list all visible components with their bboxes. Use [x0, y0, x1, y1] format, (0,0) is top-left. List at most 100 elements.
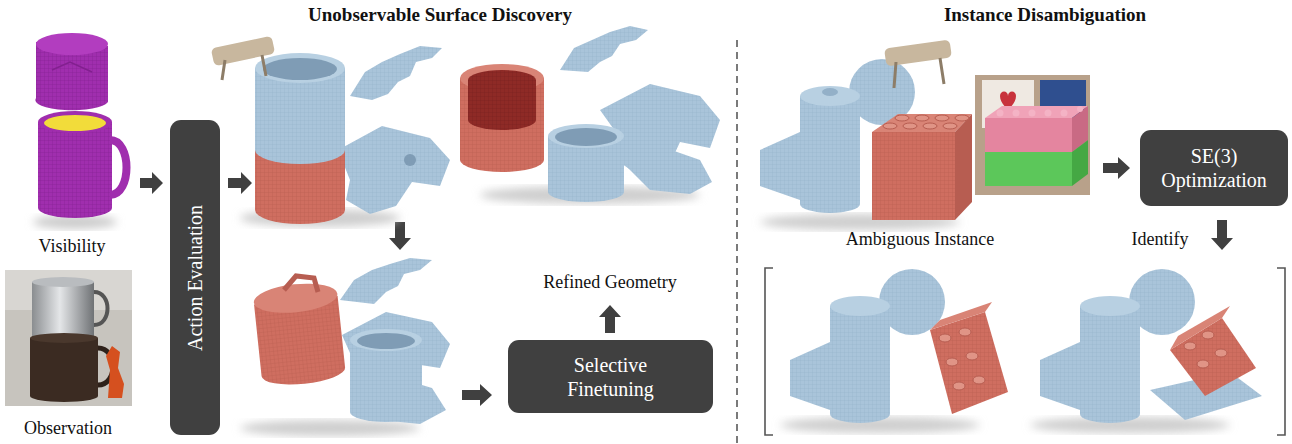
hypothesis-a-part-part — [959, 328, 971, 336]
lego-photo-part-part — [1077, 106, 1083, 112]
hypothesis-a-part — [939, 328, 985, 390]
section-heading: Instance Disambiguation — [944, 4, 1146, 26]
box-label: Selective Finetuning — [551, 353, 671, 401]
hypothesis-a-part — [830, 296, 890, 316]
hypothesis-b-part-part — [1215, 349, 1227, 357]
refined-scene-part — [468, 70, 536, 90]
ambiguous-scene — [760, 39, 972, 230]
candidate-scene-a-part — [338, 126, 450, 214]
ambiguous-scene-part-part — [955, 115, 969, 121]
refined-scene-part — [460, 78, 544, 172]
hypothesis-brackets — [765, 268, 1285, 435]
flow-arrows-part — [599, 305, 621, 333]
ambiguous-scene-part-part — [903, 123, 917, 129]
lego-photo-part — [997, 106, 1084, 117]
ambiguous-scene-part — [822, 88, 838, 96]
figure-label: Visibility — [39, 236, 106, 257]
process-box: SE(3) Optimization — [1140, 130, 1288, 206]
hypothesis-b-part-part — [1202, 331, 1214, 339]
lego-photo-part — [1072, 140, 1088, 186]
hypothesis-a — [780, 269, 1008, 433]
observation-photo-part — [94, 292, 108, 325]
candidate-scene-b-part — [252, 280, 338, 317]
lego-photo-part-part — [1045, 110, 1052, 117]
lego-photo-part — [985, 118, 1072, 152]
figure-label: Ambiguous Instance — [846, 229, 994, 250]
hypothesis-a-part — [930, 302, 992, 330]
hypothesis-b — [1030, 269, 1262, 433]
hypothesis-a-part — [930, 312, 1008, 414]
hypothesis-a-part-part — [966, 352, 978, 360]
flow-arrows-part — [462, 384, 492, 406]
visibility-mug-part — [38, 111, 112, 133]
hypothesis-b-part — [1080, 306, 1140, 423]
candidate-scene-a-part — [255, 68, 345, 224]
candidate-scene-a — [211, 36, 450, 227]
observation-photo-part — [32, 282, 94, 338]
lego-photo — [975, 75, 1090, 195]
refined-scene — [460, 26, 720, 204]
visibility-mug — [33, 33, 127, 229]
ambiguous-scene-part — [872, 114, 972, 132]
box-label: SE(3) Optimization — [1154, 144, 1274, 192]
lego-photo-part-part — [1061, 110, 1068, 117]
flow-arrows-part — [389, 222, 411, 250]
ambiguous-scene-part — [800, 96, 860, 213]
lego-photo-part — [985, 152, 1072, 186]
gripper-icon-part — [211, 36, 275, 66]
observation-photo-part — [106, 346, 124, 398]
ambiguous-scene-part — [872, 132, 955, 220]
hypothesis-a-part-part — [939, 334, 951, 342]
visibility-mug-part — [38, 122, 112, 218]
ambiguous-scene-part — [883, 115, 969, 129]
refined-scene-part — [620, 146, 712, 194]
candidate-scene-a-part — [350, 46, 442, 100]
ambiguous-scene-part-part — [923, 123, 937, 129]
hypothesis-b-part — [1170, 306, 1230, 350]
visibility-mug-part — [44, 115, 106, 131]
observation-photo-part — [30, 338, 98, 402]
hypothesis-brackets-part — [765, 268, 773, 435]
flow-arrows-part — [140, 172, 163, 194]
lego-photo-part-part — [1013, 110, 1020, 117]
figure-label: Observation — [24, 418, 112, 439]
candidate-scene-a-part — [263, 58, 337, 80]
observation-photo-part — [32, 277, 94, 287]
ambiguous-scene-part — [955, 114, 972, 220]
candidate-scene-a-part — [404, 154, 416, 166]
process-box: Action Evaluation — [170, 120, 220, 435]
visibility-mug-part — [52, 62, 92, 72]
candidate-scene-a-part — [255, 53, 345, 83]
section-heading: Unobservable Surface Discovery — [308, 4, 572, 26]
candidate-scene-b-part — [340, 258, 432, 304]
candidate-scene-b-part — [350, 329, 422, 351]
refined-scene-part — [560, 26, 648, 72]
gripper-icon-part — [222, 55, 266, 80]
ambiguous-scene-part-part — [883, 123, 897, 129]
ambiguous-scene-part-part — [895, 115, 909, 121]
candidate-scene-b-part — [240, 420, 420, 436]
ambiguous-scene-part-part — [915, 115, 929, 121]
box-label: Action Evaluation — [183, 204, 207, 350]
flow-arrows-part — [1103, 157, 1130, 179]
ambiguous-scene-part — [800, 86, 860, 106]
hypothesis-b-part-part — [1184, 342, 1196, 350]
visibility-mug-part — [36, 33, 108, 55]
refined-scene-part — [548, 124, 624, 148]
observation-photo-part — [30, 333, 98, 343]
hypothesis-a-part-part — [953, 382, 965, 390]
gripper-icon — [884, 39, 952, 88]
lego-photo-part-part — [1029, 110, 1036, 117]
refined-scene-part — [555, 128, 617, 146]
section-divider — [737, 40, 738, 444]
lego-photo-part — [985, 106, 1088, 118]
candidate-scene-b — [240, 258, 450, 436]
candidate-scene-b-part — [357, 333, 415, 349]
ambiguous-scene-part-part — [943, 123, 957, 129]
lego-photo-part — [975, 75, 1090, 195]
observation-photo-part — [5, 270, 132, 406]
lego-photo-part-part — [997, 110, 1004, 117]
figure-label: Identify — [1132, 229, 1189, 250]
gripper-icon-part — [894, 58, 944, 88]
visibility-mug-part — [110, 140, 127, 195]
